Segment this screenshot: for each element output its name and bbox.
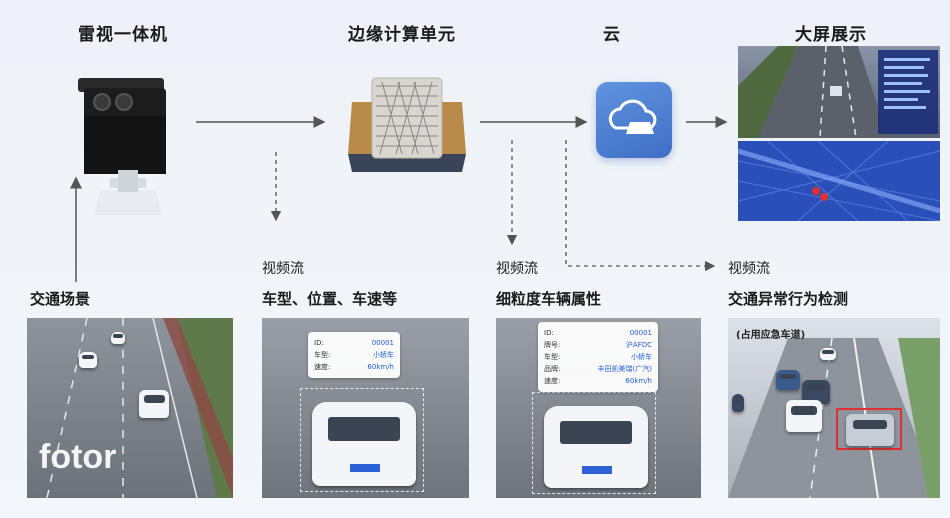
stream-1-image: ID:00001 车型:小轿车 速度:60km/h [262, 318, 469, 498]
stream-2-image: ID:00001 牌号:沪AFDC 车型:小轿车 品牌:丰田凯美瑞(广汽) 速度… [496, 318, 701, 498]
vehicle-info-card-2: ID:00001 牌号:沪AFDC 车型:小轿车 品牌:丰田凯美瑞(广汽) 速度… [538, 322, 658, 392]
scene-title: 交通场景 [30, 290, 91, 308]
display-screen-road [738, 46, 940, 138]
camera-title: 雷视一体机 [78, 25, 168, 45]
info-row: 车型:小轿车 [544, 353, 652, 361]
car [544, 406, 648, 488]
display-title: 大屏展示 [795, 25, 867, 45]
vehicle-info-card-1: ID:00001 车型:小轿车 速度:60km/h [308, 332, 400, 378]
car [79, 352, 97, 368]
anomaly-highlight-box [836, 408, 902, 450]
car [139, 390, 169, 418]
stream-3-desc: 交通异常行为检测 [728, 290, 849, 308]
edge-title: 边缘计算单元 [348, 25, 456, 45]
detection-box [532, 392, 656, 494]
info-row: 速度:60km/h [544, 377, 652, 385]
stream-1-desc: 车型、位置、车速等 [262, 290, 398, 308]
traffic-scene-image: fotor [27, 318, 233, 498]
edge-compute-unit-image [342, 72, 472, 182]
detection-box [300, 388, 424, 492]
car [786, 400, 822, 432]
car [312, 402, 416, 486]
car [776, 370, 800, 390]
radar-video-camera-image [70, 70, 180, 230]
info-row: ID:00001 [544, 329, 652, 337]
info-row: ID:00001 [314, 339, 394, 347]
stream-1-label: 视频流 [262, 261, 304, 277]
info-row: 牌号:沪AFDC [544, 341, 652, 349]
info-row: 品牌:丰田凯美瑞(广汽) [544, 365, 652, 373]
fotor-watermark: fotor [39, 438, 117, 476]
stream-3-label: 视频流 [728, 261, 770, 277]
stream-2-label: 视频流 [496, 261, 538, 277]
stream-3-image: (占用应急车道) [728, 318, 940, 498]
cloud-icon [608, 99, 657, 134]
info-row: 速度:60km/h [314, 363, 394, 371]
car [820, 348, 836, 360]
cloud-title: 云 [603, 25, 621, 45]
license-plate [582, 466, 612, 474]
car [732, 394, 744, 412]
anomaly-caption: (占用应急车道) [736, 330, 806, 341]
cloud-tile [596, 82, 672, 158]
car [111, 332, 125, 344]
info-row: 车型:小轿车 [314, 351, 394, 359]
car [846, 414, 894, 446]
display-screen-map [738, 141, 940, 221]
stream-2-desc: 细粒度车辆属性 [496, 290, 602, 308]
license-plate [350, 464, 380, 472]
